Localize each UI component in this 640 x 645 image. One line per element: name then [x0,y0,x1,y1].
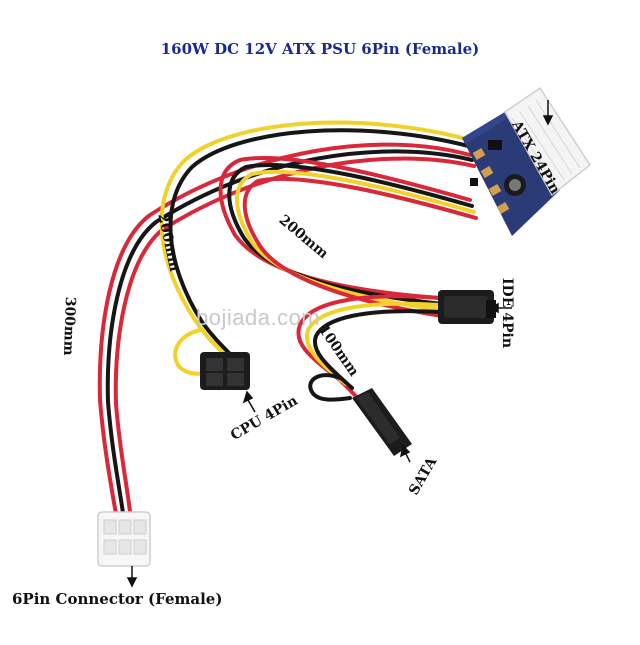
cable-ide-bundle [218,156,478,318]
ide-4pin-connector [438,290,496,324]
cpu-4pin-connector [200,352,250,390]
pcb-board [462,112,560,236]
six-pin-connector [97,511,151,567]
cable-sata-bundle [296,294,442,412]
cable-300mm-bundle [97,142,476,522]
label-ide-4pin: IDE 4Pin [499,278,515,348]
atx-24pin-connector [504,86,592,197]
label-300mm: 300mm [59,296,78,356]
sata-connector [352,388,412,456]
page-title: 160W DC 12V ATX PSU 6Pin (Female) [160,40,480,58]
label-six-pin-connector: 6Pin Connector (Female) [12,590,223,608]
watermark: bojiada.com [196,305,321,330]
pointer-arrows [126,100,554,588]
